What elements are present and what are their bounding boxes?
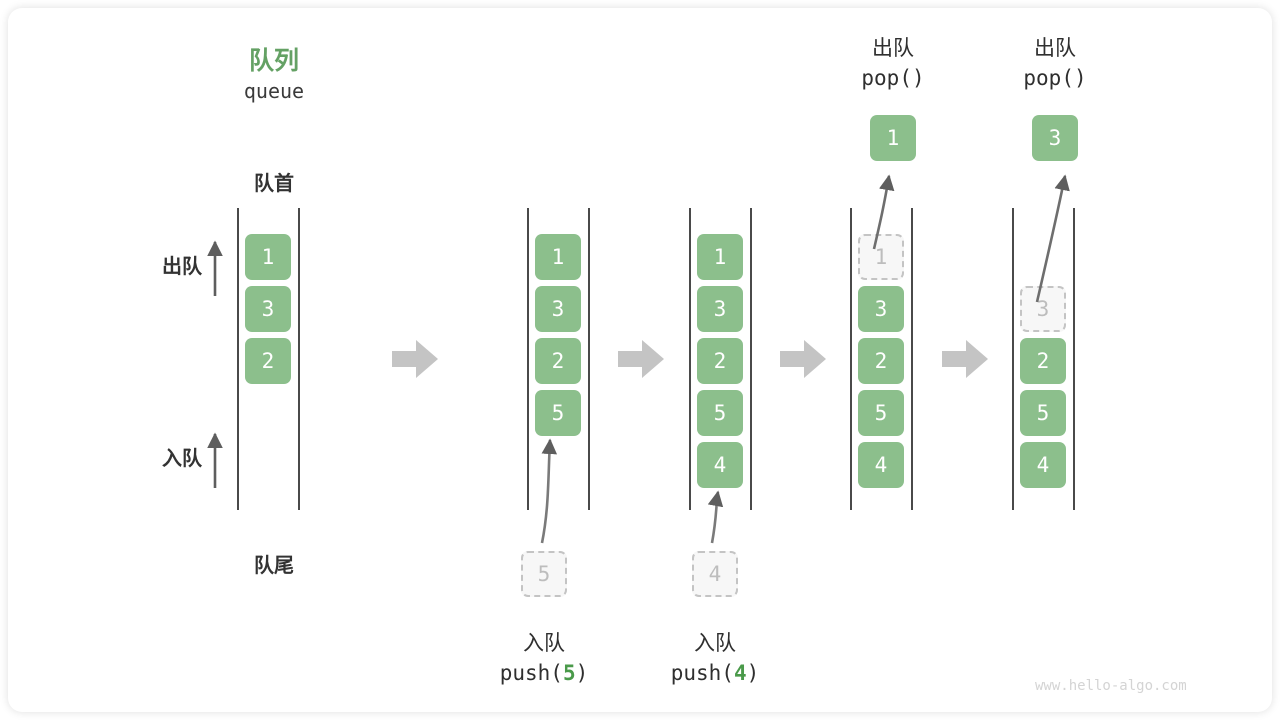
queue-cell: 3 xyxy=(535,286,581,332)
queue-rail-right xyxy=(588,208,590,510)
push-4-arrow xyxy=(707,490,724,544)
queue-cell: 3 xyxy=(245,286,291,332)
enqueue-direction-label: 入队 xyxy=(162,448,202,470)
queue-cell: 2 xyxy=(697,338,743,384)
queue-rail-left xyxy=(689,208,691,510)
queue-cell: 3 xyxy=(697,286,743,332)
push-5-arrow xyxy=(540,438,558,544)
queue-cell: 2 xyxy=(535,338,581,384)
queue-rail-left xyxy=(237,208,239,510)
queue-rail-left xyxy=(1012,208,1014,510)
queue-cell: 3 xyxy=(858,286,904,332)
arrows-overlay xyxy=(207,174,1070,544)
queue-rail-left xyxy=(850,208,852,510)
queue-cell: 2 xyxy=(245,338,291,384)
pop-label-code: pop() xyxy=(1023,66,1087,90)
step-arrow-1 xyxy=(392,340,438,378)
queue-cell-ghost: 3 xyxy=(1020,286,1066,332)
queue-rail-right xyxy=(911,208,913,510)
dequeue-direction-label: 出队 xyxy=(162,256,202,278)
step-arrow-4 xyxy=(942,340,988,378)
queue-cell: 1 xyxy=(245,234,291,280)
queue-cell: 1 xyxy=(697,234,743,280)
queue-rail-right xyxy=(298,208,300,510)
pop-label-code: pop() xyxy=(861,66,925,90)
queue-front-label: 队首 xyxy=(254,173,294,195)
push-label-cn: 入队 xyxy=(694,632,736,655)
incoming-element-ghost: 4 xyxy=(692,551,738,597)
queue-cell: 1 xyxy=(535,234,581,280)
queue-cell: 5 xyxy=(858,390,904,436)
queue-cell: 5 xyxy=(1020,390,1066,436)
queue-rear-label: 队尾 xyxy=(254,555,294,577)
queue-cell: 5 xyxy=(697,390,743,436)
pop-label-cn: 出队 xyxy=(1034,37,1076,60)
pop-3-arrow xyxy=(1035,174,1070,303)
queue-cell: 4 xyxy=(697,442,743,488)
push-label-code: push(5) xyxy=(499,661,589,685)
popped-element: 3 xyxy=(1032,115,1078,161)
diagram-title-cn: 队列 xyxy=(248,47,299,75)
push-label-code: push(4) xyxy=(670,661,760,685)
queue-cell: 4 xyxy=(858,442,904,488)
queue-cell: 5 xyxy=(535,390,581,436)
pop-label-cn: 出队 xyxy=(872,37,914,60)
queue-cell: 2 xyxy=(858,338,904,384)
push-label-cn: 入队 xyxy=(523,632,565,655)
popped-element: 1 xyxy=(870,115,916,161)
queue-cell: 4 xyxy=(1020,442,1066,488)
step-arrow-3 xyxy=(780,340,826,378)
queue-cell: 2 xyxy=(1020,338,1066,384)
queue-rail-right xyxy=(1073,208,1075,510)
queue-rail-right xyxy=(750,208,752,510)
queue-cell-ghost: 1 xyxy=(858,234,904,280)
diagram-title-en: queue xyxy=(243,79,305,103)
diagram-card: 队列 queue 队首 队尾 出队 入队 1 3 2 1 3 2 5 5 入队 … xyxy=(8,8,1272,712)
queue-rail-left xyxy=(527,208,529,510)
watermark: www.hello-algo.com xyxy=(1035,678,1187,694)
incoming-element-ghost: 5 xyxy=(521,551,567,597)
step-arrow-2 xyxy=(618,340,664,378)
